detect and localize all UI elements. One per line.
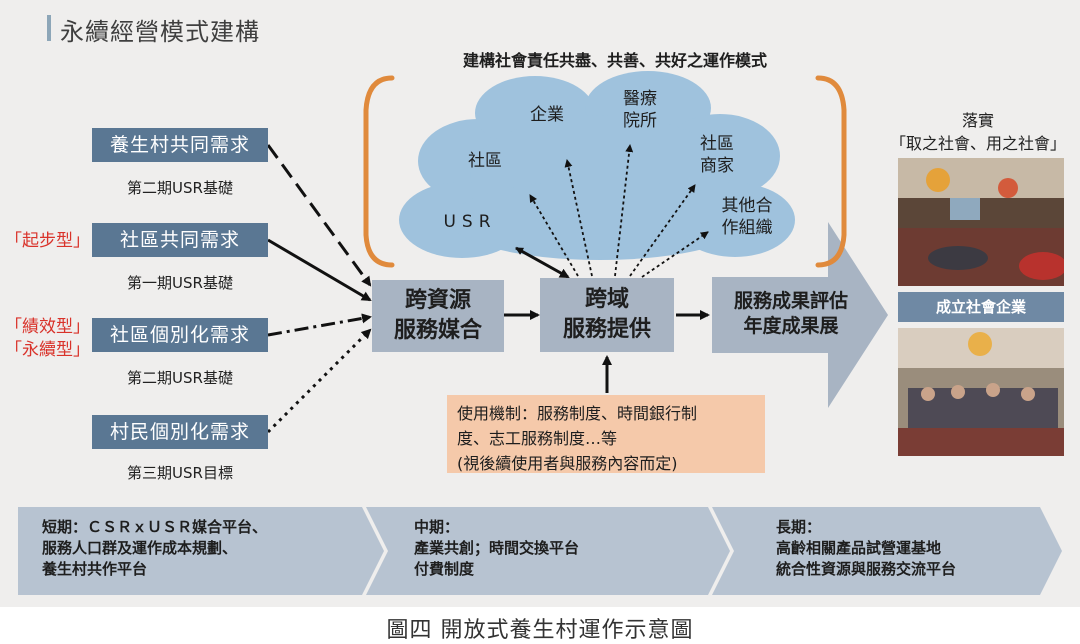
cloud-node-hospital: 醫療 院所 — [623, 89, 657, 131]
cloud-node-community: 社區 — [468, 151, 502, 171]
need-box-resident-individual: 村民個別化需求 — [92, 415, 268, 449]
arrow-service-to-shops — [629, 184, 696, 277]
social-enterprise-label: 成立社會企業 — [898, 292, 1064, 322]
phase-label-4: 第三期USR目標 — [127, 464, 233, 482]
implementation-heading: 落實 — [961, 111, 994, 130]
title-accent-bar — [47, 15, 51, 41]
arrow-need3 — [267, 313, 372, 337]
arrow-need4 — [266, 328, 372, 434]
arrow-service-to-hospital — [614, 144, 634, 277]
tag-starter: 「起步型」 — [5, 231, 90, 251]
matching-box: 跨資源 服務媒合 — [372, 280, 504, 352]
phase-label-3: 第二期USR基礎 — [127, 369, 233, 387]
tag-sustainable: 「永續型」 — [5, 340, 90, 360]
evaluation-label: 服務成果評估 年度成果展 — [733, 290, 848, 337]
tag-performance: 「績效型」 — [5, 317, 90, 337]
cloud-bracket-right — [815, 75, 847, 268]
period-short-text: 短期：ＣＳＲｘＵＳＲ媒合平台、 服務人口群及運作成本規劃、 養生村共作平台 — [42, 518, 268, 578]
phase-label-2: 第一期USR基礎 — [127, 274, 233, 292]
arrow-service-to-partners — [641, 231, 709, 278]
period-long-text: 長期： 高齡相關產品試營運基地 統合性資源與服務交流平台 — [776, 518, 957, 578]
period-band-mid — [366, 507, 730, 595]
service-box: 跨域 服務提供 — [540, 278, 674, 352]
period-band-long — [712, 507, 1062, 595]
arrow-need1 — [266, 144, 372, 287]
figure-caption: 圖四 開放式養生村運作示意圖 — [386, 618, 694, 643]
cloud-node-partners: 其他合 作組織 — [721, 196, 773, 238]
diagram-title: 永續經營模式建構 — [60, 18, 260, 46]
diagram-graphics — [18, 71, 1062, 595]
cloud-node-shops: 社區 商家 — [700, 134, 734, 176]
cloud-node-usr: USR — [443, 212, 497, 232]
cloud-bracket-left — [363, 75, 395, 268]
arrow-need2 — [267, 238, 372, 302]
need-box-village: 養生村共同需求 — [92, 128, 268, 162]
event-photo-bottom — [898, 328, 1064, 456]
need-box-community-individual: 社區個別化需求 — [92, 318, 268, 352]
cloud-shape — [399, 71, 795, 260]
event-photo-top — [898, 158, 1064, 286]
period-band-short — [18, 507, 384, 595]
evaluation-arrow-shape — [712, 222, 888, 408]
phase-label-1: 第二期USR基礎 — [127, 179, 233, 197]
cloud-heading: 建構社會責任共盡、共善、共好之運作模式 — [462, 51, 767, 70]
cloud-node-enterprise: 企業 — [530, 105, 564, 125]
mechanism-box: 使用機制：服務制度、時間銀行制 度、志工服務制度…等 (視後續使用者與服務內容而… — [447, 395, 765, 473]
arrow-service-to-enterprise — [564, 159, 593, 277]
implementation-quote: 「取之社會、用之社會」 — [889, 134, 1066, 153]
period-mid-text: 中期： 產業共創；時間交換平台 付費制度 — [414, 518, 580, 578]
arrow-usr-service — [515, 246, 570, 279]
need-box-community: 社區共同需求 — [92, 223, 268, 257]
arrow-service-to-community — [529, 194, 579, 277]
